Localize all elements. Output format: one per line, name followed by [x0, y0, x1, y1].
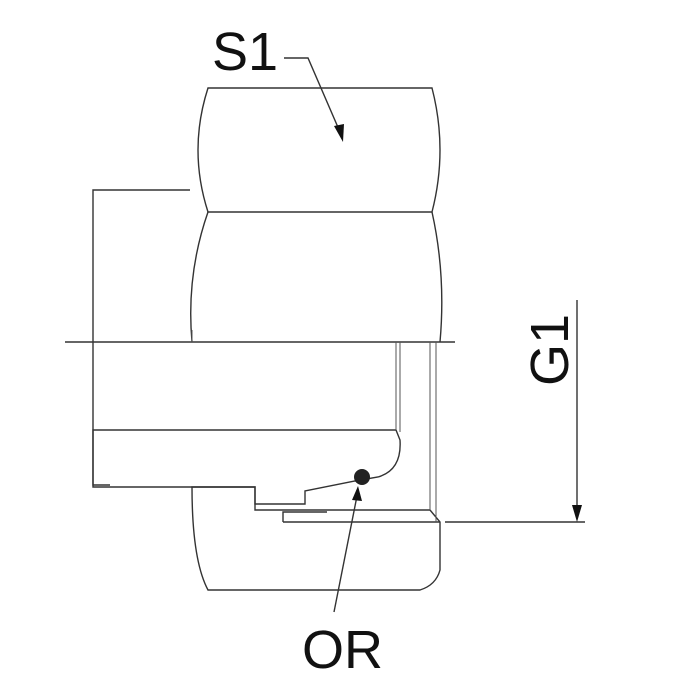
s1-arrowhead	[334, 124, 344, 142]
nut-hex-upper	[197, 87, 441, 213]
bore-lines	[191, 330, 437, 522]
nut-inner-step	[282, 511, 440, 523]
pipe-wall-section	[92, 429, 401, 505]
label-s1: S1	[212, 22, 278, 82]
label-g1: G1	[520, 314, 580, 386]
pipe-outline	[92, 189, 190, 486]
o-ring	[354, 469, 370, 485]
nut-section	[191, 486, 441, 591]
or-arrowhead	[352, 486, 362, 501]
g1-dimension-line	[445, 300, 585, 523]
label-or: OR	[302, 620, 383, 680]
nut-body-middle	[190, 211, 443, 343]
or-leader	[333, 495, 358, 613]
g1-arrowhead	[572, 505, 582, 522]
s1-leader	[284, 57, 341, 133]
